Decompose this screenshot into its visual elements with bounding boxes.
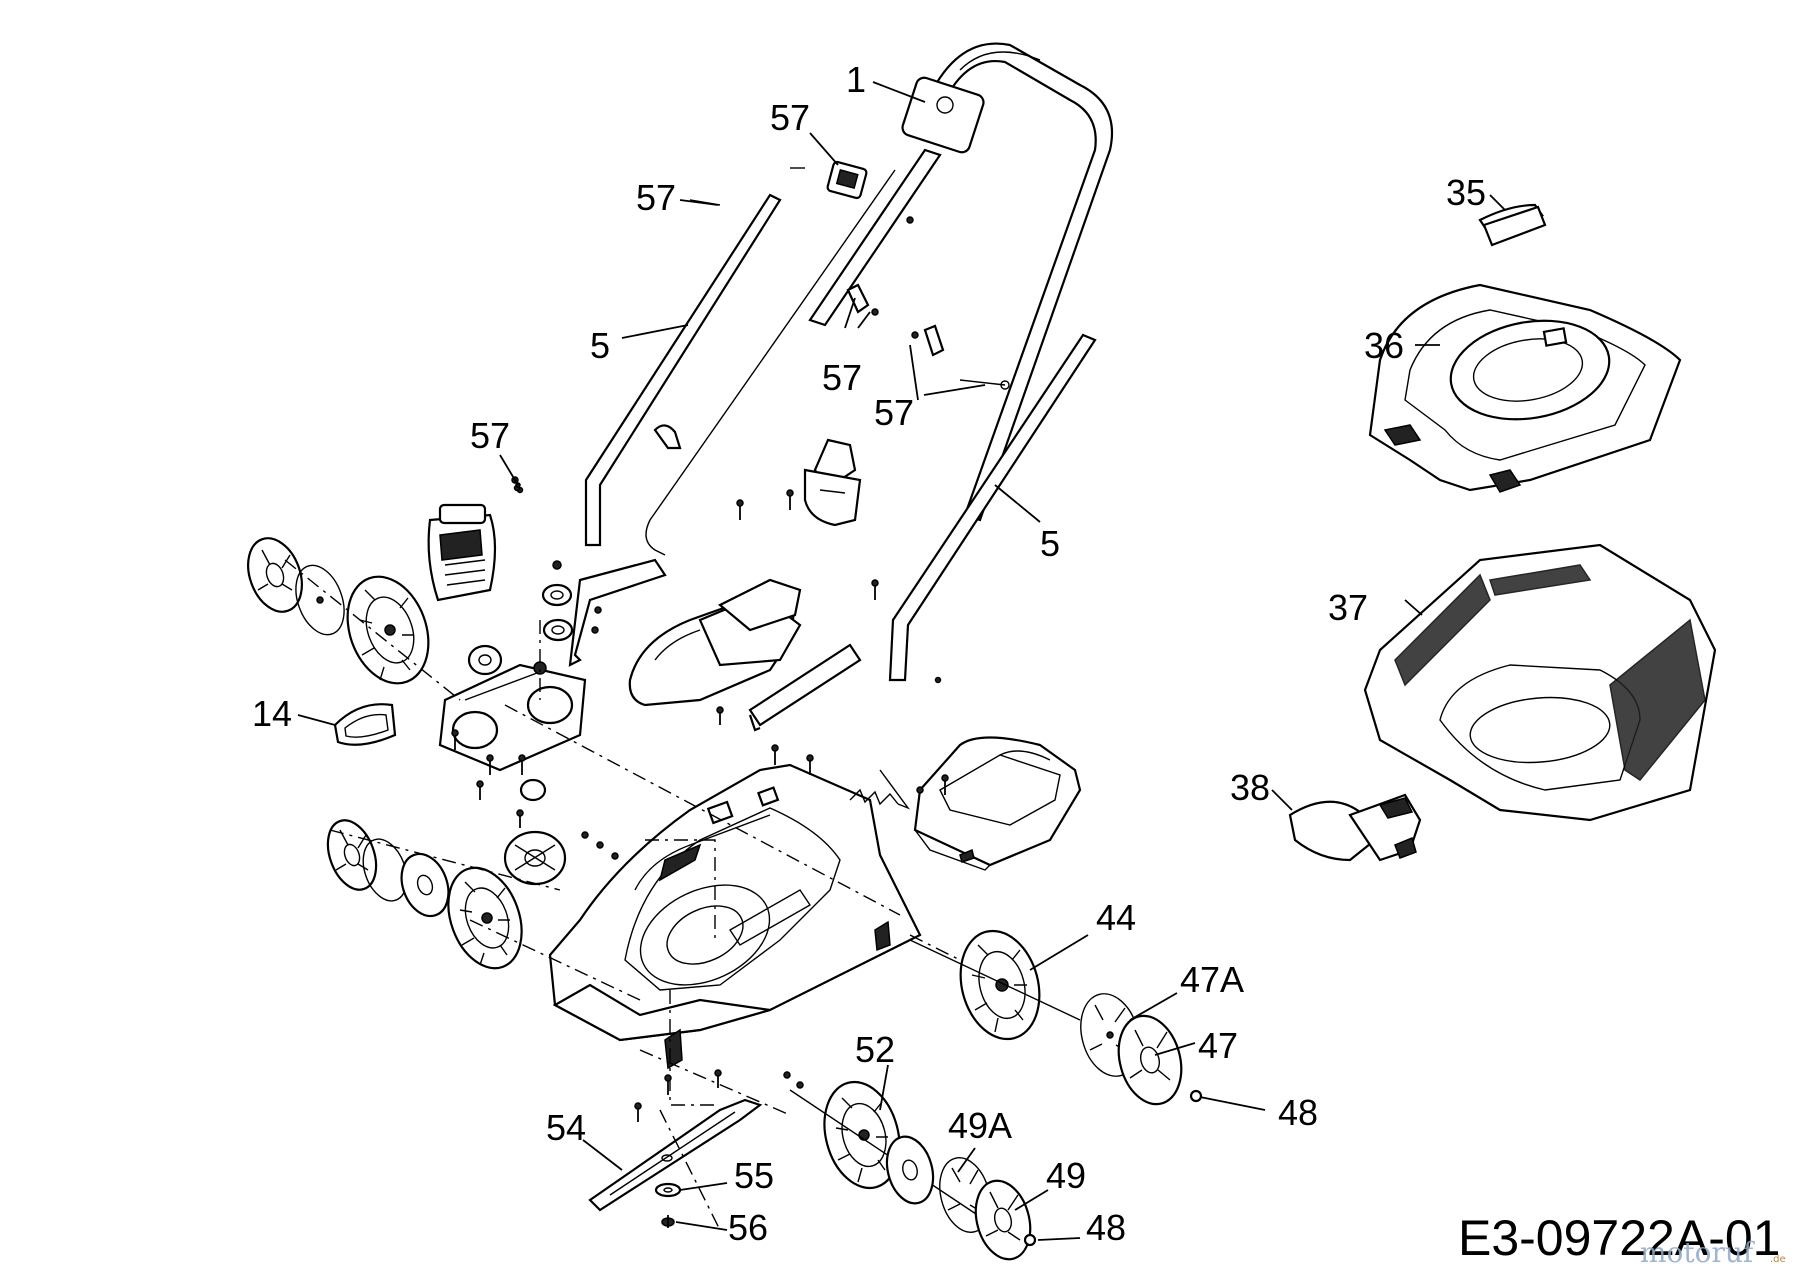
front-wheel-right — [959, 929, 1041, 1041]
cable-clips — [653, 216, 945, 450]
grass-catcher-bag — [1363, 543, 1717, 822]
hubcap-right-outer — [1117, 1014, 1183, 1106]
label-44: 44 — [1096, 897, 1136, 938]
cable-relief-bracket — [803, 438, 862, 527]
deck-rail-right — [748, 643, 862, 732]
label-37: 37 — [1328, 587, 1368, 628]
label-57-b: 57 — [636, 177, 676, 218]
drive-belt — [333, 703, 397, 746]
blade-washer — [654, 1182, 682, 1198]
label-49a: 49A — [948, 1105, 1012, 1146]
front-spacer-left — [400, 852, 450, 918]
front-axle-right — [909, 939, 1081, 1021]
drive-gear — [467, 644, 503, 676]
label-48-a: 48 — [1278, 1092, 1318, 1133]
switch-box — [826, 160, 868, 200]
label-5-b: 5 — [1040, 523, 1060, 564]
right-handle-tube — [888, 333, 1097, 682]
front-wheel-left — [447, 866, 523, 970]
part-labels: 1 57 57 5 57 57 57 5 14 35 36 37 38 44 4… — [252, 59, 1486, 1248]
gear-housing — [438, 661, 587, 772]
label-57-c: 57 — [822, 357, 862, 398]
screws — [451, 476, 949, 1122]
rear-axle-gear — [503, 778, 567, 886]
label-14: 14 — [252, 693, 292, 734]
watermark-suffix: .de — [1770, 1254, 1786, 1265]
label-47: 47 — [1198, 1025, 1238, 1066]
label-55: 55 — [734, 1155, 774, 1196]
label-5-a: 5 — [590, 325, 610, 366]
blade-bolt — [661, 1215, 675, 1228]
rear-disc-top — [295, 564, 345, 636]
rear-hubcap-top — [247, 537, 303, 613]
motor — [427, 503, 497, 602]
label-57-e: 57 — [470, 415, 510, 456]
label-1: 1 — [846, 59, 866, 100]
front-hubcap-left — [326, 819, 378, 891]
safety-flap-cover — [913, 736, 1082, 871]
catcher-lid — [1368, 283, 1682, 493]
label-54: 54 — [546, 1107, 586, 1148]
label-57-a: 57 — [770, 97, 810, 138]
label-36: 36 — [1364, 325, 1404, 366]
rear-flap — [1288, 793, 1422, 862]
label-57-d: 57 — [874, 392, 914, 433]
upper-handle — [645, 42, 1114, 556]
assembly-lines — [284, 559, 961, 1231]
watermark-logo: motoruf .de — [1640, 1236, 1786, 1269]
label-56: 56 — [728, 1207, 768, 1248]
label-48-b: 48 — [1086, 1207, 1126, 1248]
spring — [849, 769, 911, 810]
label-47a: 47A — [1180, 959, 1244, 1000]
label-35: 35 — [1446, 172, 1486, 213]
left-handle-tube — [584, 193, 782, 547]
mower-deck — [548, 763, 922, 1070]
label-52: 52 — [855, 1029, 895, 1070]
label-38: 38 — [1230, 767, 1270, 808]
deck-rail-left — [568, 558, 667, 667]
blade — [588, 1098, 763, 1212]
axle-clip-bottom — [1023, 1233, 1037, 1247]
diagram-code: E3-09722A-01 — [1458, 1210, 1780, 1266]
motor-cover-lid — [718, 578, 802, 632]
rear-disc-bottom — [885, 1135, 935, 1205]
axle-clip-right — [1189, 1089, 1203, 1103]
label-49: 49 — [1046, 1155, 1086, 1196]
watermark-brand: motoruf — [1640, 1236, 1756, 1269]
handle-grip — [1478, 203, 1547, 247]
motor-bearings — [541, 560, 574, 642]
leader-lines — [297, 81, 1506, 1241]
hubcap-bottom-outer — [974, 1179, 1032, 1261]
rear-wheel-top — [346, 575, 430, 685]
